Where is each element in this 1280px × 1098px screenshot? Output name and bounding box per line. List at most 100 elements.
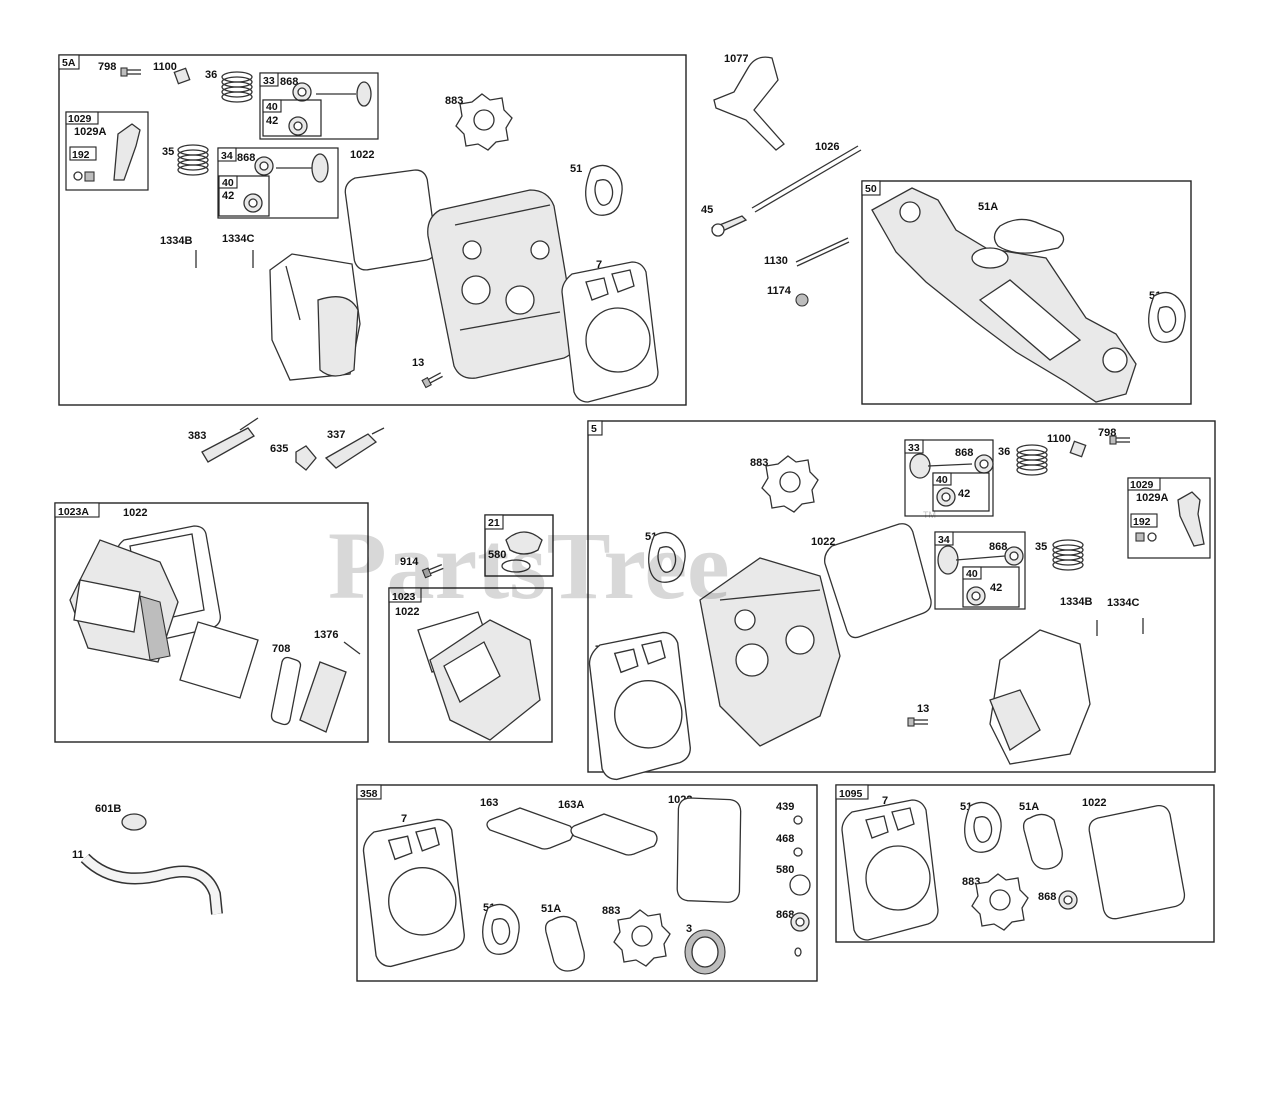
exhaust-valve-head-icon bbox=[311, 153, 329, 183]
loose-parts-top: 1077 1026 45 1130 1174 bbox=[701, 53, 862, 307]
callout-1022-h: 1022 bbox=[395, 606, 419, 618]
callout-1334c: 1334C bbox=[222, 233, 254, 245]
callout-439: 439 bbox=[776, 801, 794, 813]
cylinder-head-gasket-icon bbox=[561, 261, 659, 403]
callout-1022: 1022 bbox=[350, 149, 374, 161]
callout-7: 7 bbox=[596, 259, 602, 271]
callout-1174: 1174 bbox=[767, 285, 792, 297]
manifold-gasket-icon bbox=[993, 218, 1065, 254]
callout-33: 33 bbox=[263, 75, 275, 87]
o-ring-icon bbox=[789, 874, 811, 896]
callout-192-i: 192 bbox=[1133, 516, 1151, 528]
callout-11: 11 bbox=[72, 849, 84, 861]
callout-868-b: 868 bbox=[237, 152, 255, 164]
intake-valve-head-icon bbox=[909, 453, 931, 479]
callout-40-a: 40 bbox=[266, 101, 278, 113]
group-50-tag: 50 bbox=[865, 183, 877, 195]
callout-883: 883 bbox=[445, 95, 463, 107]
breather-cover-icon bbox=[299, 661, 347, 733]
callout-798: 798 bbox=[98, 61, 116, 73]
cylinder-head-gasket-icon bbox=[841, 799, 939, 941]
callout-34: 34 bbox=[221, 150, 233, 162]
group-1023-tag: 1023 bbox=[392, 591, 416, 603]
callout-42-i-a: 42 bbox=[958, 488, 970, 500]
group-1095-tag: 1095 bbox=[839, 788, 863, 800]
gasket-icon bbox=[570, 813, 658, 856]
callout-36: 36 bbox=[205, 69, 217, 81]
loose-parts-bottom-left: 601B 11 bbox=[72, 803, 223, 915]
manifold-gasket-icon bbox=[544, 915, 585, 972]
intake-manifold-icon bbox=[871, 187, 1137, 403]
callout-635: 635 bbox=[270, 443, 288, 455]
callout-51: 51 bbox=[570, 163, 582, 175]
intake-gasket-icon bbox=[964, 801, 1002, 853]
callout-868-k: 868 bbox=[776, 909, 794, 921]
group-358: 358 7 163 163A 1022 439 468 580 868 51 5… bbox=[356, 784, 818, 982]
callout-42-i-b: 42 bbox=[990, 582, 1002, 594]
clip-icon bbox=[173, 67, 191, 85]
callout-40-i-a: 40 bbox=[936, 474, 948, 486]
group-358-tag: 358 bbox=[360, 788, 378, 800]
valve-spring-icon bbox=[177, 144, 209, 176]
nut-icon bbox=[795, 293, 809, 307]
callout-1100: 1100 bbox=[153, 61, 177, 73]
callout-163a: 163A bbox=[558, 799, 584, 811]
group-1023a-tag: 1023A bbox=[58, 506, 89, 518]
intake-gasket-icon bbox=[482, 903, 520, 955]
screw-icon bbox=[343, 641, 361, 655]
cylinder-head-gasket-icon bbox=[588, 631, 691, 781]
valve-spring-icon bbox=[1052, 539, 1084, 571]
callout-1029a: 1029A bbox=[74, 126, 106, 138]
group-5: 5 883 33 868 40 42 36 1100 798 1029 1029… bbox=[587, 420, 1216, 781]
bolt-icon bbox=[120, 67, 142, 77]
hose-clamp-icon bbox=[121, 813, 147, 831]
stud-icon bbox=[795, 237, 849, 263]
manifold-gasket-icon bbox=[1148, 291, 1186, 343]
hose-icon bbox=[80, 853, 223, 915]
blower-housing-icon bbox=[989, 629, 1091, 765]
valve-cover-gasket-icon bbox=[676, 797, 742, 903]
valve-seal-icon bbox=[288, 116, 308, 136]
valve-seal-icon bbox=[966, 586, 986, 606]
callout-40-b: 40 bbox=[222, 177, 234, 189]
callout-51a: 51A bbox=[978, 201, 998, 213]
valve-seal-icon bbox=[790, 912, 810, 932]
callout-21: 21 bbox=[488, 517, 500, 529]
exhaust-gasket-icon bbox=[455, 93, 513, 151]
oil-fill-cap-icon bbox=[505, 531, 543, 555]
rocker-arm-icon bbox=[113, 123, 141, 181]
callout-42-b: 42 bbox=[222, 190, 234, 202]
callout-1029-i: 1029 bbox=[1130, 479, 1154, 491]
callout-1334b-i: 1334B bbox=[1060, 596, 1092, 608]
callout-3: 3 bbox=[686, 923, 692, 935]
push-rod-icon bbox=[751, 145, 859, 209]
valve-seal-icon bbox=[1004, 546, 1024, 566]
callout-13: 13 bbox=[412, 357, 424, 369]
callout-1376: 1376 bbox=[314, 629, 338, 641]
valve-seal-icon bbox=[1058, 890, 1078, 910]
clip-icon bbox=[1069, 440, 1087, 458]
head-bolt-icon bbox=[421, 370, 445, 389]
valve-seal-icon bbox=[974, 454, 994, 474]
callout-708: 708 bbox=[272, 643, 290, 655]
rocker-cover-icon bbox=[69, 539, 179, 663]
rocker-arm-icon bbox=[1177, 491, 1205, 547]
loose-parts-middle: 383 635 337 bbox=[188, 417, 385, 471]
callout-883-k: 883 bbox=[602, 905, 620, 917]
callout-580-f: 580 bbox=[488, 549, 506, 561]
callout-7-m: 7 bbox=[882, 795, 888, 807]
valve-seal-icon bbox=[243, 193, 263, 213]
callout-580-k: 580 bbox=[776, 864, 794, 876]
callout-7-k: 7 bbox=[401, 813, 407, 825]
partstree-watermark: PartsTree bbox=[328, 512, 730, 619]
group-21: 21 580 bbox=[484, 514, 554, 577]
valve-spring-icon bbox=[221, 71, 253, 103]
group-5a-tag: 5A bbox=[62, 57, 76, 69]
washer-icon bbox=[793, 847, 803, 857]
callout-868-a: 868 bbox=[280, 76, 298, 88]
callout-468: 468 bbox=[776, 833, 794, 845]
valve-spring-icon bbox=[1016, 444, 1048, 476]
head-bolt-icon bbox=[907, 717, 929, 727]
group-50: 50 51A 51 bbox=[861, 180, 1192, 405]
